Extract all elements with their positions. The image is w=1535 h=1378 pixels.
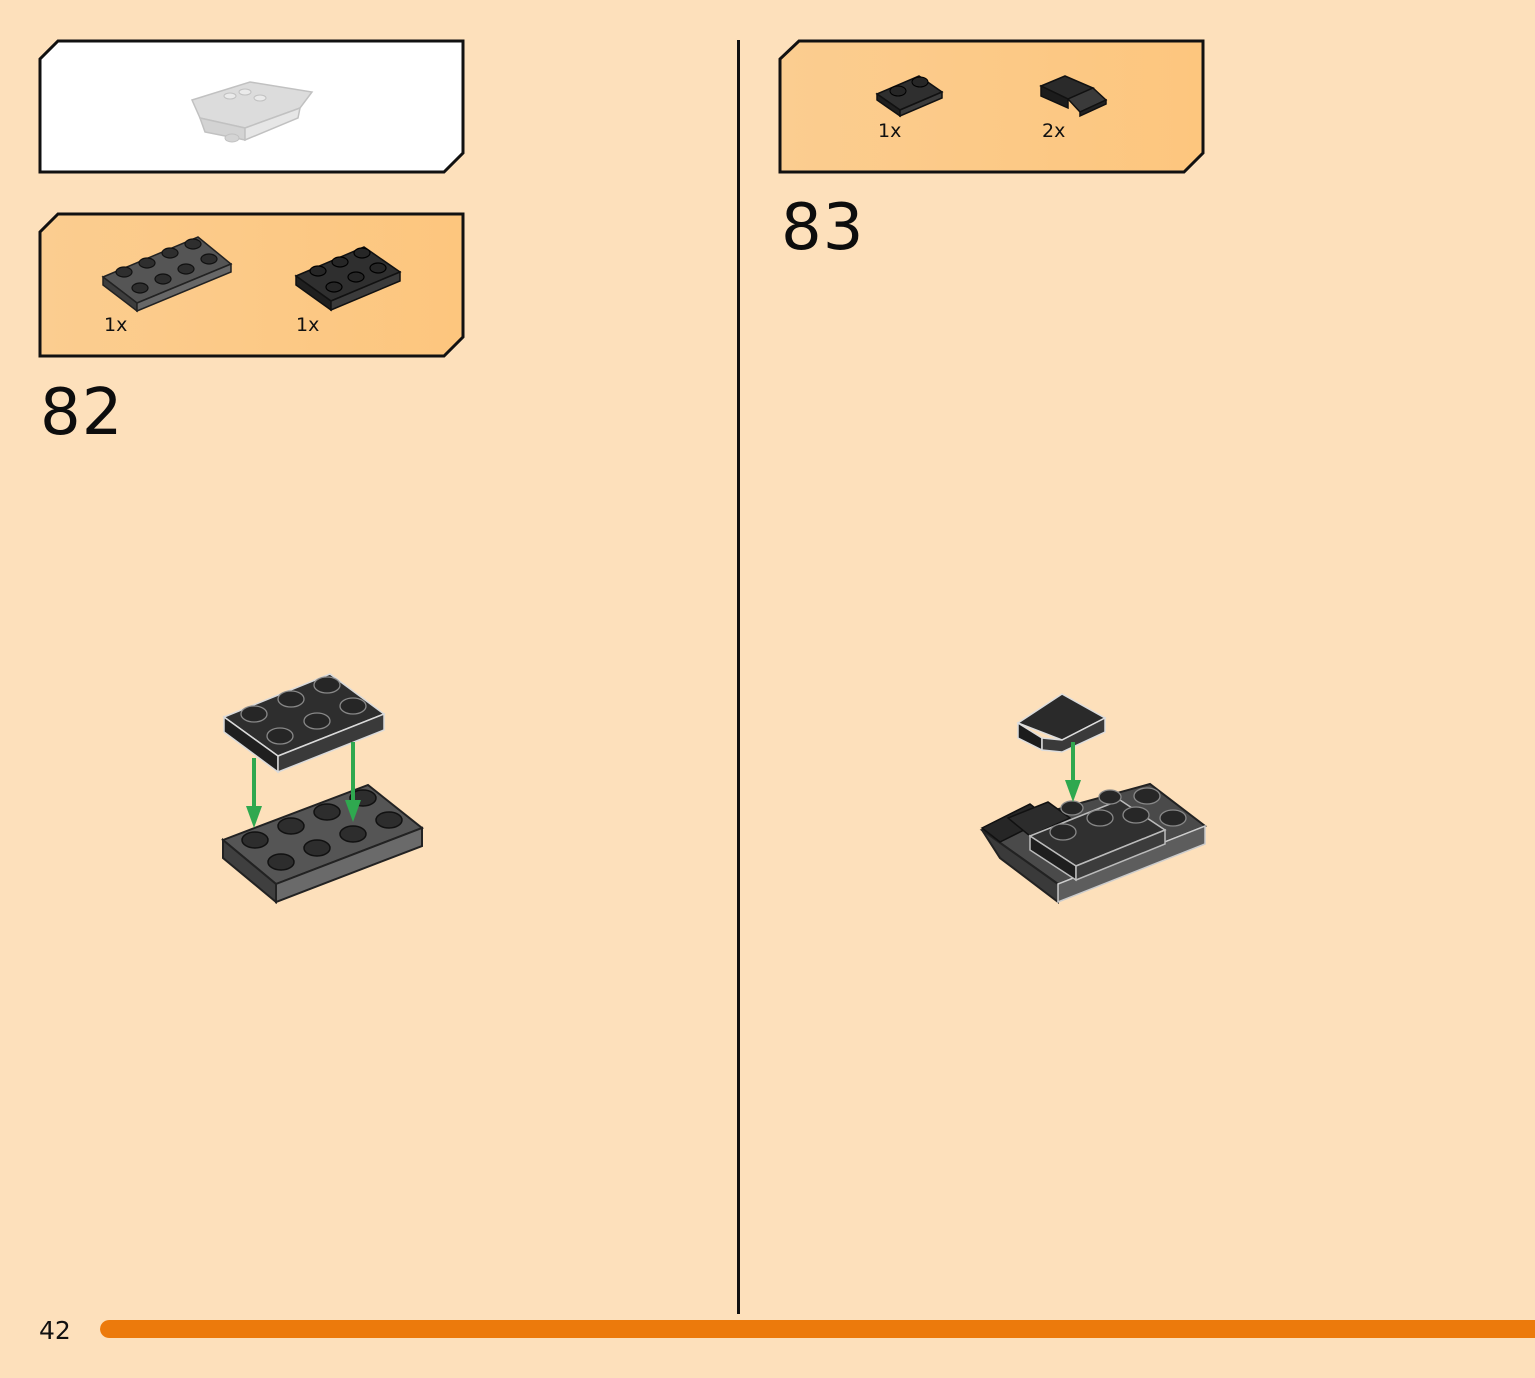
parts-callout-step-82	[38, 212, 465, 358]
black-slope-tile-icon	[1039, 75, 1108, 118]
black-plate-2x3-icon	[294, 246, 402, 312]
parts-callout-step-83	[778, 39, 1205, 174]
green-arrow-icon	[1065, 742, 1081, 802]
submodel-callout	[38, 39, 465, 174]
step-number: 82	[40, 376, 124, 450]
green-arrow-icon	[246, 742, 361, 828]
black-plate-1x2-icon	[875, 75, 944, 118]
part-qty-label: 1x	[878, 120, 902, 142]
part-qty-label: 1x	[296, 314, 320, 336]
column-divider	[737, 40, 740, 1314]
plate-stack-assembly-icon	[221, 673, 424, 905]
progress-bar	[100, 1320, 1535, 1338]
slope-assembly-icon	[979, 693, 1208, 905]
grey-submodel-preview-icon	[190, 81, 314, 143]
part-qty-label: 1x	[104, 314, 128, 336]
progress-bar-fill	[100, 1320, 1535, 1338]
dark-grey-plate-2x4-icon	[101, 236, 233, 313]
step-number: 83	[781, 191, 865, 265]
part-qty-label: 2x	[1042, 120, 1066, 142]
page-number: 42	[39, 1316, 71, 1345]
